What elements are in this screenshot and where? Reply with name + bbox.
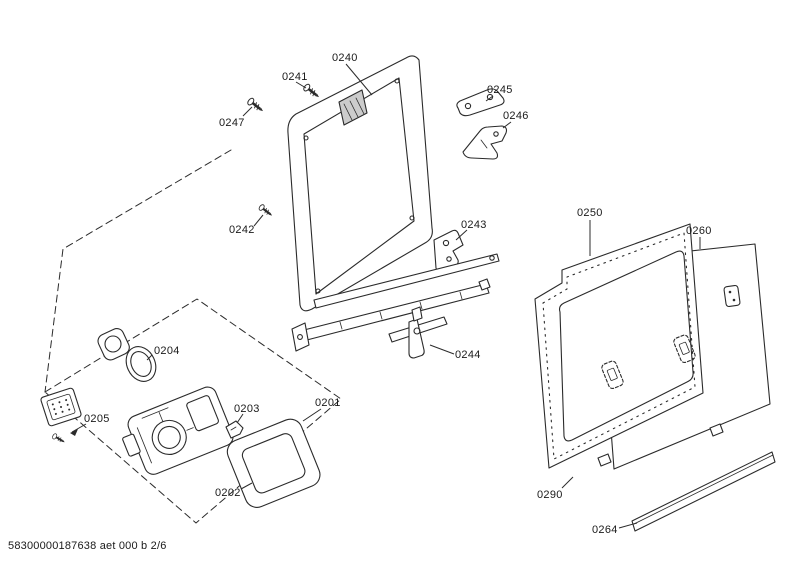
part-label-0242[interactable]: 0242 <box>229 224 255 236</box>
part-0250-inner-door-panel <box>534 223 704 469</box>
part-0240-outer-door-panel <box>287 55 433 312</box>
document-number: 58300000187638 aet 000 b 2/6 <box>8 540 167 552</box>
part-0245-latch-lever <box>456 88 505 117</box>
assembly-group-guides <box>44 149 342 524</box>
part-label-0240[interactable]: 0240 <box>332 52 358 64</box>
part-0241-screw <box>301 81 323 102</box>
label-leader-lines <box>146 63 701 529</box>
part-label-0203[interactable]: 0203 <box>234 403 260 415</box>
part-label-0202[interactable]: 0202 <box>215 487 241 499</box>
part-label-0205[interactable]: 0205 <box>84 413 110 425</box>
part-label-0244[interactable]: 0244 <box>455 349 481 361</box>
part-label-0250[interactable]: 0250 <box>577 207 603 219</box>
part-0246-hinge-lever <box>462 125 508 160</box>
part-label-0201[interactable]: 0201 <box>315 397 341 409</box>
part-0264-base-strip <box>631 451 776 532</box>
part-label-0246[interactable]: 0246 <box>503 110 529 122</box>
part-label-0260[interactable]: 0260 <box>686 225 712 237</box>
part-0244-hinge-bracket <box>388 306 448 359</box>
door-bottom-rails <box>291 253 500 352</box>
part-label-0245[interactable]: 0245 <box>487 84 513 96</box>
part-0204-funnel <box>97 328 157 382</box>
dispenser-assembly <box>122 386 234 475</box>
part-label-0290[interactable]: 0290 <box>537 489 563 501</box>
part-label-0264[interactable]: 0264 <box>592 524 618 536</box>
part-label-0243[interactable]: 0243 <box>461 219 487 231</box>
part-label-0204[interactable]: 0204 <box>154 345 180 357</box>
part-0247-screw <box>245 95 267 116</box>
part-0202-window-frame <box>226 418 321 508</box>
part-0203-clip <box>225 420 244 439</box>
part-0242-screw <box>256 202 276 220</box>
part-label-0241[interactable]: 0241 <box>282 71 308 83</box>
part-0205-module <box>40 387 87 446</box>
part-label-0247[interactable]: 0247 <box>219 117 245 129</box>
